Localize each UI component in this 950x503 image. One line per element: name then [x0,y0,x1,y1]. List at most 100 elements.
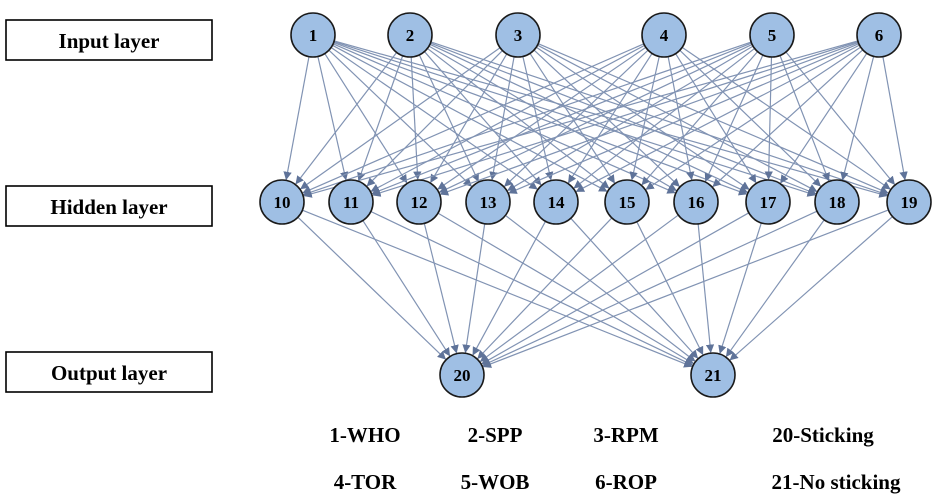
edge-4-to-12 [437,46,647,190]
input-layer-box [5,19,213,61]
edge-6-to-15 [645,46,861,190]
edge-4-to-16 [667,56,695,181]
edge-3-to-10 [300,47,501,190]
node-label-18: 18 [829,193,846,212]
edge-17-to-21 [718,222,762,354]
node-label-12: 12 [411,193,428,212]
node-1 [290,12,336,58]
input-layer-label: Input layer [59,29,160,53]
node-14 [533,179,579,225]
edge-2-to-13 [418,54,479,182]
edge-12-to-21 [437,212,694,364]
edge-4-to-19 [681,46,891,190]
node-21 [690,352,736,398]
edge-2-to-19 [430,41,888,197]
edge-5-to-19 [785,51,895,185]
layer-labels: Input layer Hidden layer Output layer [5,19,213,393]
edge-5-to-14 [573,47,755,189]
legend-item-wob: 5-WOB [461,470,530,494]
edge-5-to-13 [507,45,754,191]
node-label-11: 11 [343,193,359,212]
node-3 [495,12,541,58]
edge-5-to-11 [371,42,752,195]
edge-3-to-19 [537,43,889,194]
edge-2-to-17 [429,43,748,193]
edge-1-to-16 [332,43,676,194]
node-label-21: 21 [705,366,722,385]
output-layer-box [5,351,213,393]
edge-4-to-13 [504,49,649,187]
node-label-19: 19 [901,193,918,212]
edge-11-to-21 [370,210,694,366]
connections [283,40,908,368]
edge-1-to-15 [332,44,608,192]
node-label-17: 17 [760,193,778,212]
edge-3-to-16 [533,49,680,187]
edge-3-to-13 [489,56,515,181]
edge-4-to-17 [675,53,757,184]
legend: 1-WHO 2-SPP 3-RPM 20-Sticking 4-TOR 5-WO… [329,423,901,494]
edge-19-to-20 [482,209,889,368]
legend-item-rpm: 3-RPM [593,423,658,447]
edge-2-to-11 [357,55,404,182]
edge-18-to-20 [482,210,818,367]
edge-2-to-18 [430,42,817,195]
edge-6-to-17 [780,52,868,184]
edge-14-to-21 [570,217,699,359]
edge-6-to-14 [575,44,860,192]
node-label-20: 20 [454,366,471,385]
edge-1-to-10 [283,56,310,181]
edge-6-to-18 [840,56,875,181]
node-label-4: 4 [660,26,669,45]
edge-16-to-20 [479,214,679,362]
edge-15-to-21 [636,221,704,356]
node-4 [641,12,687,58]
legend-item-no-sticking: 21-No sticking [772,470,901,494]
edge-4-to-10 [302,43,645,194]
edge-16-to-21 [697,223,715,353]
edge-6-to-12 [439,41,859,196]
node-6 [856,12,902,58]
node-10 [259,179,305,225]
edge-5-to-12 [439,43,753,193]
legend-item-sticking: 20-Sticking [772,423,874,447]
edge-13-to-20 [462,223,486,354]
node-5 [749,12,795,58]
node-label-6: 6 [875,26,884,45]
edge-2-to-10 [295,52,398,185]
edge-10-to-21 [302,209,693,368]
edge-5-to-16 [704,54,764,182]
node-label-2: 2 [406,26,415,45]
edge-3-to-11 [366,50,503,187]
edge-5-to-17 [764,56,773,180]
edge-1-to-11 [317,56,349,181]
node-16 [673,179,719,225]
node-12 [396,179,442,225]
edge-1-to-18 [333,41,816,197]
output-layer-label: Output layer [51,361,167,385]
edge-4-to-11 [370,44,645,192]
edge-5-to-18 [779,55,830,182]
node-17 [745,179,791,225]
node-label-3: 3 [514,26,523,45]
node-label-1: 1 [309,26,318,45]
edge-5-to-10 [302,41,752,197]
edge-3-to-14 [522,56,554,181]
node-15 [604,179,650,225]
edge-19-to-21 [729,216,893,361]
edge-2-to-14 [424,51,542,186]
node-19 [886,179,932,225]
node-13 [465,179,511,225]
legend-item-who: 1-WHO [329,423,400,447]
node-label-10: 10 [274,193,291,212]
edge-18-to-21 [725,219,825,357]
node-18 [814,179,860,225]
edge-4-to-15 [629,56,660,181]
edge-10-to-20 [297,216,447,360]
node-label-15: 15 [619,193,636,212]
edge-3-to-17 [535,46,750,190]
node-2 [387,12,433,58]
edge-6-to-16 [712,49,864,188]
edge-1-to-12 [324,53,408,184]
